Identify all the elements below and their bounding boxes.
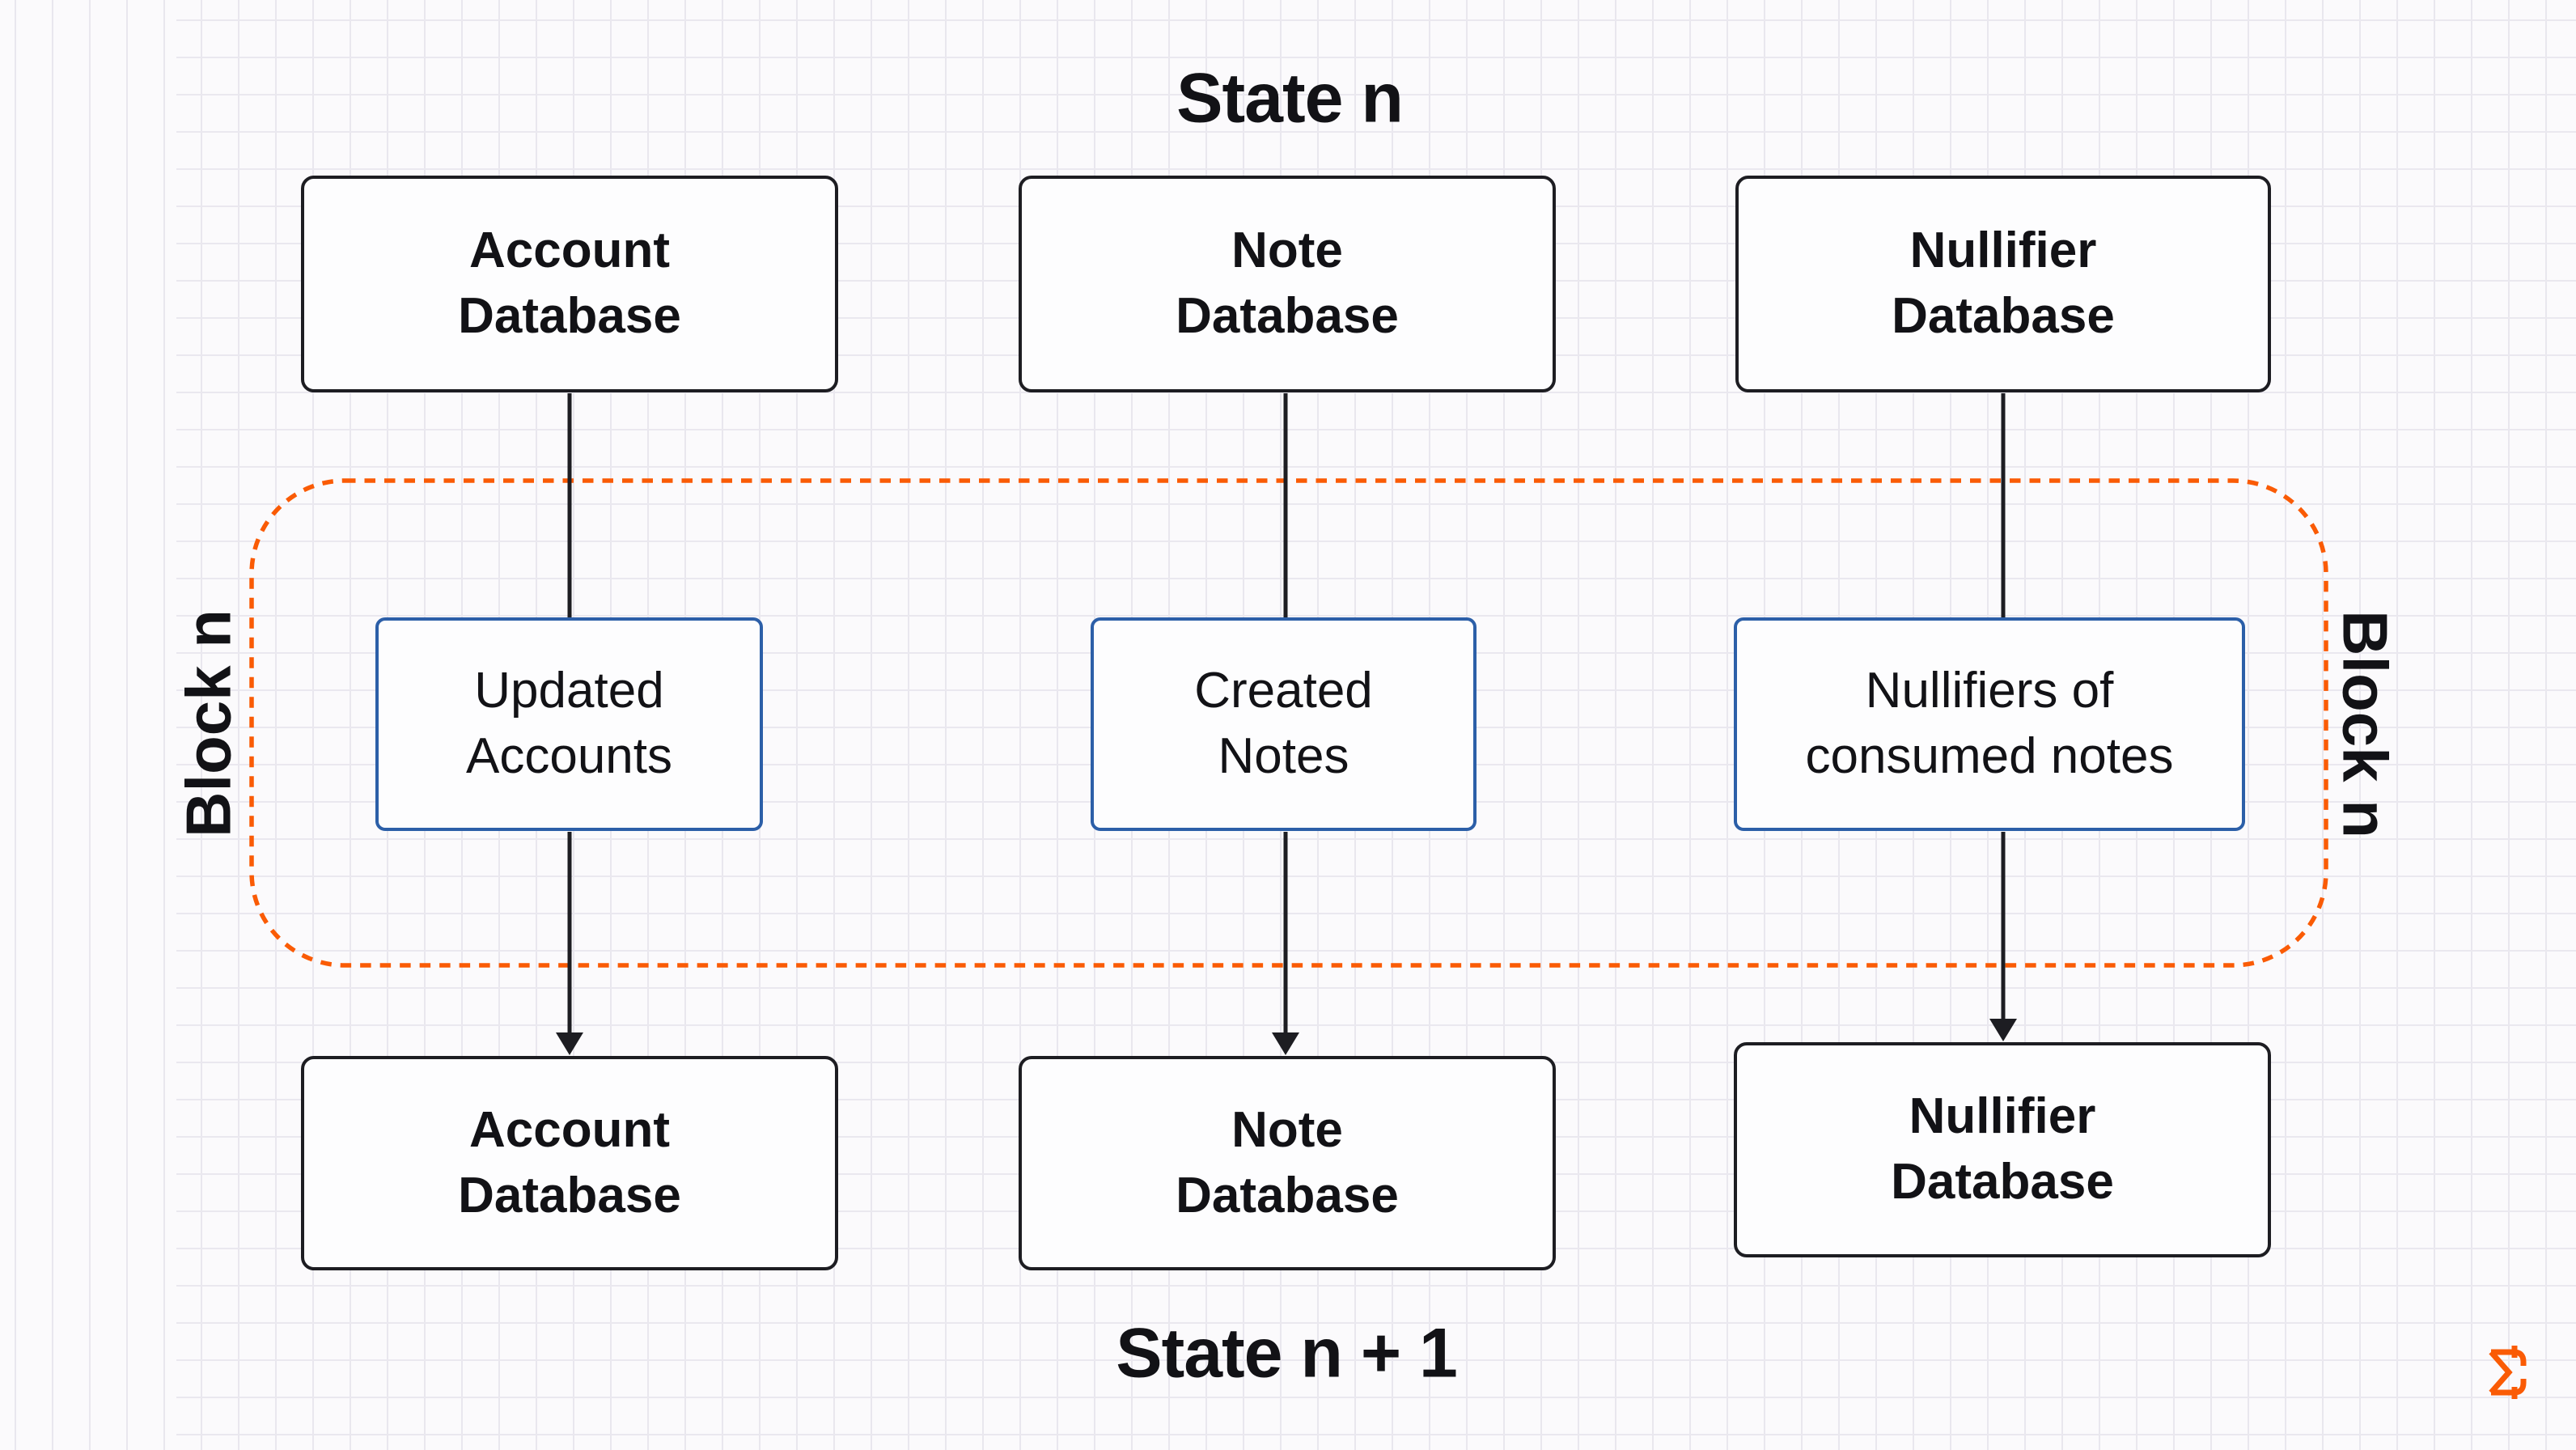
middle-box-created-notes: Created Notes <box>1091 617 1477 831</box>
state-n-title: State n <box>1176 59 1404 138</box>
bottom-box-nullifier-database: Nullifier Database <box>1734 1042 2271 1257</box>
box-label: Nullifiers of consumed notes <box>1805 663 2174 784</box>
arrow-head <box>1989 1019 2017 1041</box>
arrow-head <box>556 1032 583 1055</box>
box-label: Nullifier Database <box>1891 1088 2114 1210</box>
box-label: Account Database <box>458 1101 681 1223</box>
top-box-nullifier-database: Nullifier Database <box>1735 176 2271 392</box>
box-label: Created Notes <box>1194 663 1373 784</box>
top-box-account-database: Account Database <box>301 176 838 392</box>
block-n-label-left: Block n <box>172 609 244 837</box>
block-n-label-right: Block n <box>2329 610 2401 838</box>
box-label: Updated Accounts <box>465 663 673 784</box>
middle-box-updated-accounts: Updated Accounts <box>375 617 763 831</box>
bottom-box-account-database: Account Database <box>301 1056 838 1270</box>
state-n-plus-1-title: State n + 1 <box>1116 1314 1458 1393</box>
sigma-logo-icon <box>2489 1346 2527 1399</box>
bottom-box-note-database: Note Database <box>1019 1056 1556 1270</box>
block-n-dashed-outline <box>249 478 2328 968</box>
middle-box-nullifiers-consumed-notes: Nullifiers of consumed notes <box>1734 617 2245 831</box>
box-label: Nullifier Database <box>1892 223 2115 344</box>
box-label: Account Database <box>458 223 681 344</box>
top-box-note-database: Note Database <box>1019 176 1556 392</box>
arrow-head <box>1272 1032 1299 1055</box>
box-label: Note Database <box>1176 223 1399 344</box>
box-label: Note Database <box>1176 1101 1399 1223</box>
